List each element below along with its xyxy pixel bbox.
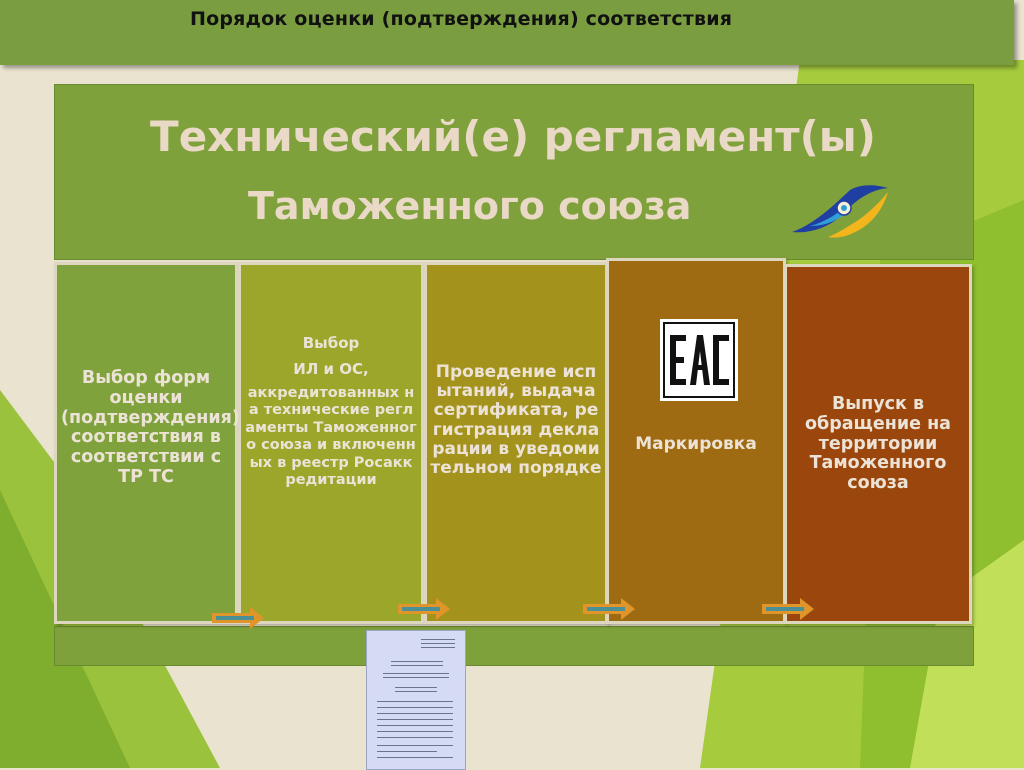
step-2-description: аккредитованных на технические регламент… xyxy=(245,385,417,488)
step-3-label: Проведение испытаний, выдача сертификата… xyxy=(430,362,602,479)
banner-line-1: Технический(е) регламент(ы) xyxy=(150,112,876,161)
step-2-line2: ИЛ и ОС, xyxy=(293,360,369,378)
step-1-label: Выбор форм оценки (подтверждения) соотве… xyxy=(61,368,240,487)
arrow-right-icon xyxy=(583,598,635,620)
regulation-banner xyxy=(54,84,974,260)
banner-line-2: Таможенного союза xyxy=(248,184,692,228)
bottom-bar xyxy=(54,626,974,666)
step-1-choose-form: Выбор форм оценки (подтверждения) соотве… xyxy=(54,262,240,624)
step-2-choose-labs: Выбор ИЛ и ОС, аккредитованных на технич… xyxy=(238,262,424,624)
eac-mark-icon xyxy=(660,319,738,401)
step-4-marking: Маркировка xyxy=(606,258,786,624)
slide-title-bar: Порядок оценки (подтверждения) соответст… xyxy=(0,0,1014,65)
step-4-label: Маркировка xyxy=(635,434,757,454)
arrow-right-icon xyxy=(762,598,814,620)
step-3-testing: Проведение испытаний, выдача сертификата… xyxy=(424,262,608,624)
arrow-right-icon xyxy=(212,607,264,629)
arrow-right-icon xyxy=(398,598,450,620)
step-2-heading: Выбор xyxy=(302,334,360,352)
customs-union-emblem-icon xyxy=(792,185,888,238)
step-5-release: Выпуск в обращение на территории Таможен… xyxy=(784,264,972,624)
slide-title: Порядок оценки (подтверждения) соответст… xyxy=(190,8,733,30)
certificate-document-thumbnail xyxy=(366,630,466,770)
step-5-label: Выпуск в обращение на территории Таможен… xyxy=(804,394,951,494)
